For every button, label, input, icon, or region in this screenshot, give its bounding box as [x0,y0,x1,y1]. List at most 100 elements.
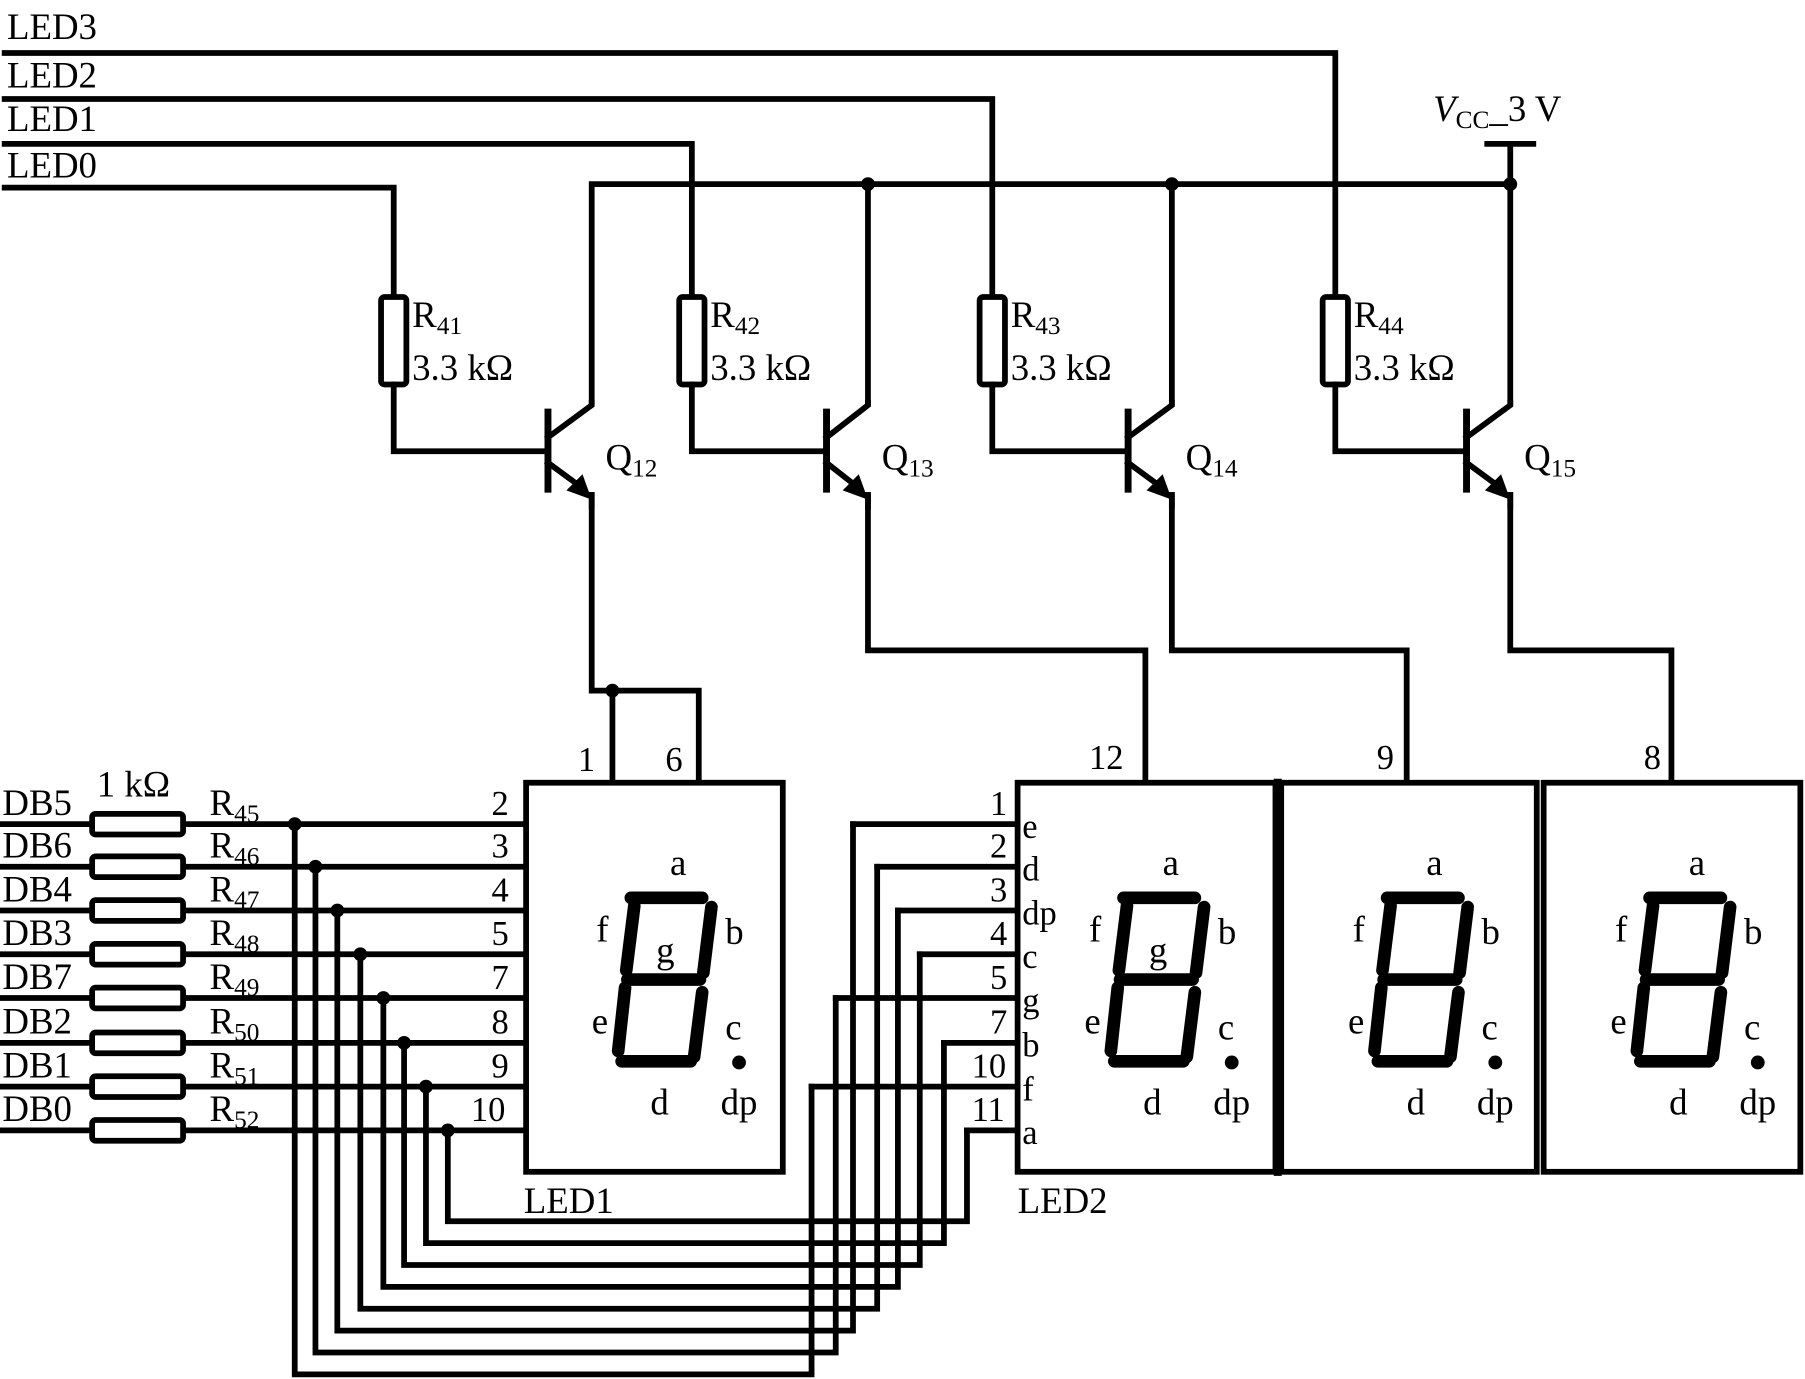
segment-bus-wire [401,951,923,1268]
segment [1376,899,1397,977]
segment-label: dp [1739,1081,1776,1122]
led2-pin-segment-label: e [1022,808,1037,846]
segment [1368,981,1388,1058]
bus-wire-led1 [1,141,695,300]
segment-label: b [1218,911,1236,952]
led2-pin-segment-label: c [1022,938,1037,976]
resistor-value: 3.3 kΩ [1011,347,1112,388]
bus-wire-led2 [1,96,996,300]
led2-pin-number: 1 [990,785,1007,823]
resistor-value: 3.3 kΩ [412,347,513,388]
segment-resistor-value: 1 kΩ [97,764,170,805]
bus-label-led3: LED3 [7,6,97,47]
led1-pin-number: 5 [492,915,509,953]
segment-label: a [1163,842,1179,883]
base-resistor [976,294,1008,388]
vcc-rail: VCC_3 V [588,88,1562,406]
segment-label: e [1084,1001,1100,1042]
segment-bus-wire [291,821,815,1378]
segment-bus-wire [334,821,856,1334]
base-resistor [676,294,708,388]
data-line-label: DB1 [2,1044,72,1085]
emitter-arrow-icon [1146,474,1172,500]
q13-emitter-wire [865,492,1149,786]
data-line-label: DB5 [2,782,72,823]
emitter-arrow-icon [1484,474,1511,500]
segment [1180,985,1202,1064]
led2-pin-label: 9 [1377,739,1394,777]
segment-resistor-label: R48 [210,912,260,958]
resistor-label: R41 [412,294,462,340]
segment [1715,900,1737,979]
segment-resistor-label: R49 [210,956,260,1002]
led2-pin-number: 3 [990,871,1007,909]
segment-resistor [89,853,186,881]
segment-label: d [1143,1081,1161,1122]
led1-pin-number: 7 [492,959,509,997]
segment [1444,985,1465,1064]
data-line-label: DB2 [2,1001,72,1042]
segment [1638,899,1660,977]
base-resistor [1319,294,1351,388]
segment-bus [291,821,970,1378]
data-line-label: DB7 [2,956,72,997]
led2-pin-segment-label: dp [1022,894,1057,932]
segment [619,899,641,977]
segment [1112,899,1134,977]
led1-pin-number: 4 [492,871,509,909]
base-wire [688,381,830,455]
led1-pin-number: 9 [492,1047,509,1085]
bus-label-led0: LED0 [7,144,97,185]
segment-label: d [1669,1081,1687,1122]
led2-pin-number: 5 [990,959,1007,997]
transistor-collector [1462,400,1514,442]
base-wire [390,381,551,455]
vcc-label: VCC_3 V [1433,88,1562,134]
base-wire [1332,381,1470,455]
resistor-value: 3.3 kΩ [710,347,811,388]
junction-dot [1503,177,1518,192]
bus-label-led2: LED2 [7,54,97,95]
segment-resistor-label: R52 [210,1088,260,1134]
q15-emitter-wire [1507,492,1675,786]
segment-label: d [650,1081,668,1122]
decimal-point-dot [1750,1055,1765,1070]
emitter-arrow-icon [842,474,868,500]
decimal-point-dot [1488,1055,1503,1070]
segment-resistor-label: R47 [210,868,260,914]
segment [687,985,709,1064]
vcc-rail-wire [588,181,1514,406]
segment-resistor-label: R46 [210,825,260,871]
led2-pin-segment-label: f [1022,1070,1034,1108]
led2-pin-segment-label: g [1022,982,1039,1020]
led2-pin-segment-label: d [1022,851,1039,889]
segment [1453,900,1475,979]
led1-pin-label: 1 [578,741,595,779]
led1-pin-number: 8 [492,1004,509,1042]
segment-resistor [89,941,186,968]
segment-bus-wire [423,1040,947,1247]
transistor-collector [543,400,595,442]
segment-label: a [1689,842,1705,883]
bus-wire-led0 [1,184,397,300]
segment-label: b [725,911,743,952]
bus-wire-led3 [1,50,1339,314]
transistor-collector [822,400,871,442]
segment-label: c [1481,1006,1497,1047]
emitter-arrow-icon [566,474,592,500]
segment-bus-wire [312,863,839,1356]
segment-label: e [1348,1001,1364,1042]
segment-resistor-label: R51 [210,1044,260,1090]
segment-resistor [89,810,186,838]
data-line-label: DB6 [2,825,72,866]
led2-pin-number: 2 [990,828,1007,866]
led2-pin-segment-label: b [1022,1027,1039,1065]
junction-dot [861,177,875,192]
led2-pin-label: 8 [1644,739,1661,777]
segment-label: c [725,1006,741,1047]
transistor-label: Q12 [606,437,658,483]
